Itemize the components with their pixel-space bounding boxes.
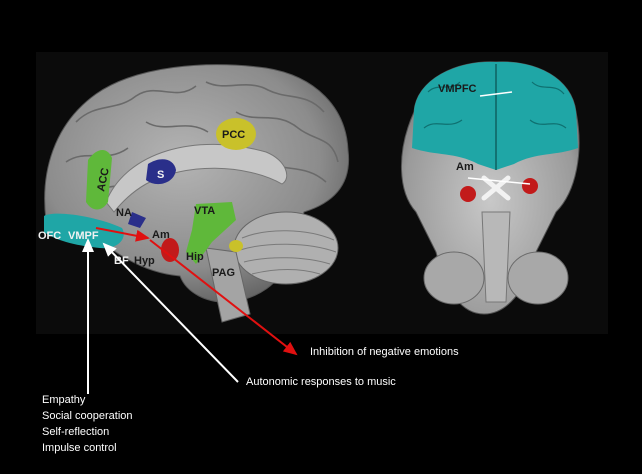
- function-item: Impulse control: [42, 440, 133, 456]
- function-item: Self-reflection: [42, 424, 133, 440]
- arrow-amygdala-to-inhibition: [150, 240, 296, 354]
- arrow-autonomic-to-vmpf: [104, 244, 238, 382]
- autonomic-caption: Autonomic responses to music: [246, 376, 396, 388]
- function-item: Empathy: [42, 392, 133, 408]
- inhibition-caption: Inhibition of negative emotions: [310, 346, 459, 358]
- function-item: Social cooperation: [42, 408, 133, 424]
- vmpf-function-list: Empathy Social cooperation Self-reflecti…: [42, 392, 133, 456]
